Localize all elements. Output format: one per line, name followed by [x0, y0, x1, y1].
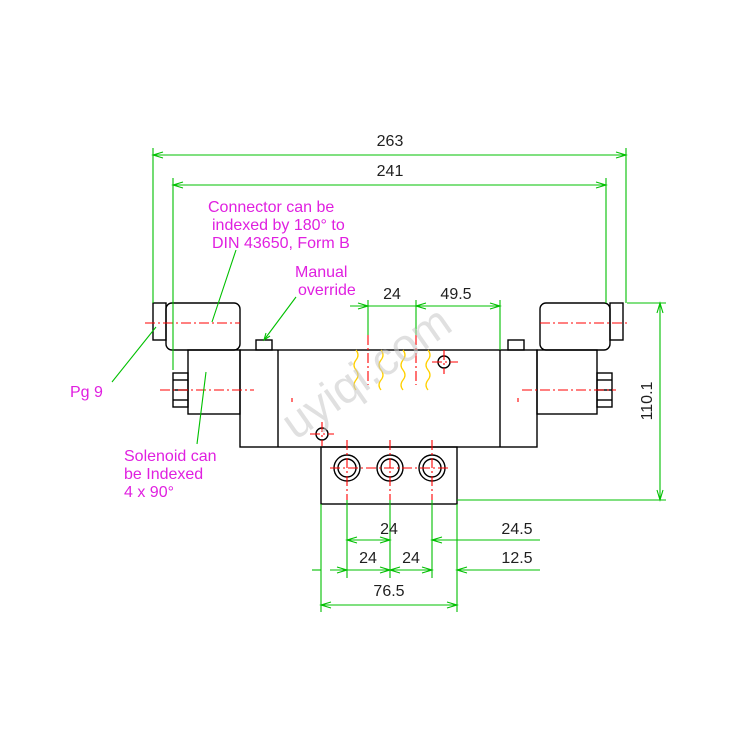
note-solenoid-line-2: be Indexed — [124, 466, 203, 483]
dim-right-offset-a: 24.5 — [501, 521, 532, 538]
dim-bottom-spacing-a: 24 — [359, 550, 377, 567]
note-solenoid-line-1: Solenoid can — [124, 448, 217, 465]
manual-override-left — [255, 339, 273, 351]
note-connector-line-1: Connector can be — [208, 199, 334, 216]
right-pg-gland — [609, 302, 624, 341]
dim-overall-length: 263 — [377, 133, 404, 150]
dim-height: 110.1 — [639, 381, 656, 420]
watermark: uyiqi.com — [271, 295, 460, 449]
manual-override-right — [507, 339, 525, 351]
dim-bottom-spacing-b: 24 — [402, 550, 420, 567]
dim-body-length: 241 — [377, 163, 404, 180]
note-pg: Pg 9 — [70, 384, 103, 401]
base-plate — [320, 446, 458, 505]
note-solenoid-line-3: 4 x 90° — [124, 484, 174, 501]
note-manual-override-line-1: Manual — [295, 264, 347, 281]
dim-base-width: 76.5 — [373, 583, 404, 600]
dimension-lines — [111, 148, 666, 612]
dim-bottom-port-spacing: 24 — [380, 521, 398, 538]
top-threaded-ports — [353, 349, 431, 391]
note-manual-override-line-2: override — [298, 282, 356, 299]
right-connector — [539, 302, 611, 351]
center-lines — [145, 322, 630, 500]
dim-right-offset-b: 12.5 — [501, 550, 532, 567]
right-solenoid — [536, 349, 598, 415]
note-connector-line-2: indexed by 180° to — [212, 217, 345, 234]
left-solenoid — [187, 349, 241, 415]
left-pg-gland — [152, 302, 167, 341]
note-connector-line-3: DIN 43650, Form B — [212, 235, 350, 252]
left-connector — [165, 302, 241, 351]
dim-top-offset: 49.5 — [440, 286, 471, 303]
dim-top-port-spacing: 24 — [383, 286, 401, 303]
